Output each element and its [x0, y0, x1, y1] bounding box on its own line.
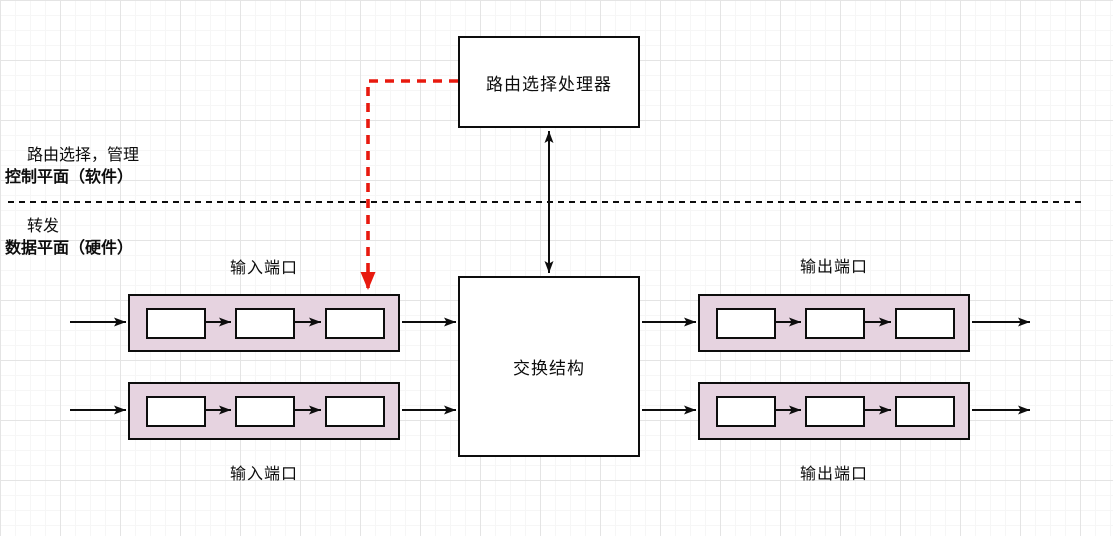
- output-port-block-bottom: [698, 382, 970, 440]
- queue-box: [235, 396, 295, 427]
- switching-fabric-label: 交换结构: [513, 359, 585, 378]
- queue-box: [325, 308, 385, 339]
- data-plane-caption: 转发: [27, 218, 60, 235]
- queue-box: [805, 308, 865, 339]
- queue-box: [716, 396, 776, 427]
- queue-box: [146, 396, 206, 427]
- queue-box: [235, 308, 295, 339]
- input-port-label-bottom: 输入端口: [229, 466, 298, 483]
- queue-box: [325, 396, 385, 427]
- queue-box: [805, 396, 865, 427]
- routing-processor-box: 路由选择处理器: [458, 36, 640, 128]
- queue-box: [716, 308, 776, 339]
- output-port-label-bottom: 输出端口: [799, 466, 868, 483]
- input-port-label-top: 输入端口: [229, 260, 298, 277]
- routing-processor-label: 路由选择处理器: [486, 74, 612, 94]
- queue-box: [895, 308, 955, 339]
- switching-fabric-box: 交换结构: [458, 276, 640, 457]
- control-plane-title: 控制平面（软件）: [5, 169, 134, 186]
- output-port-block-top: [698, 294, 970, 352]
- data-plane-title: 数据平面（硬件）: [5, 240, 134, 257]
- output-port-label-top: 输出端口: [799, 259, 868, 276]
- input-port-block-top: [128, 294, 400, 352]
- input-port-block-bottom: [128, 382, 400, 440]
- control-plane-caption: 路由选择，管理: [27, 147, 140, 164]
- queue-box: [146, 308, 206, 339]
- queue-box: [895, 396, 955, 427]
